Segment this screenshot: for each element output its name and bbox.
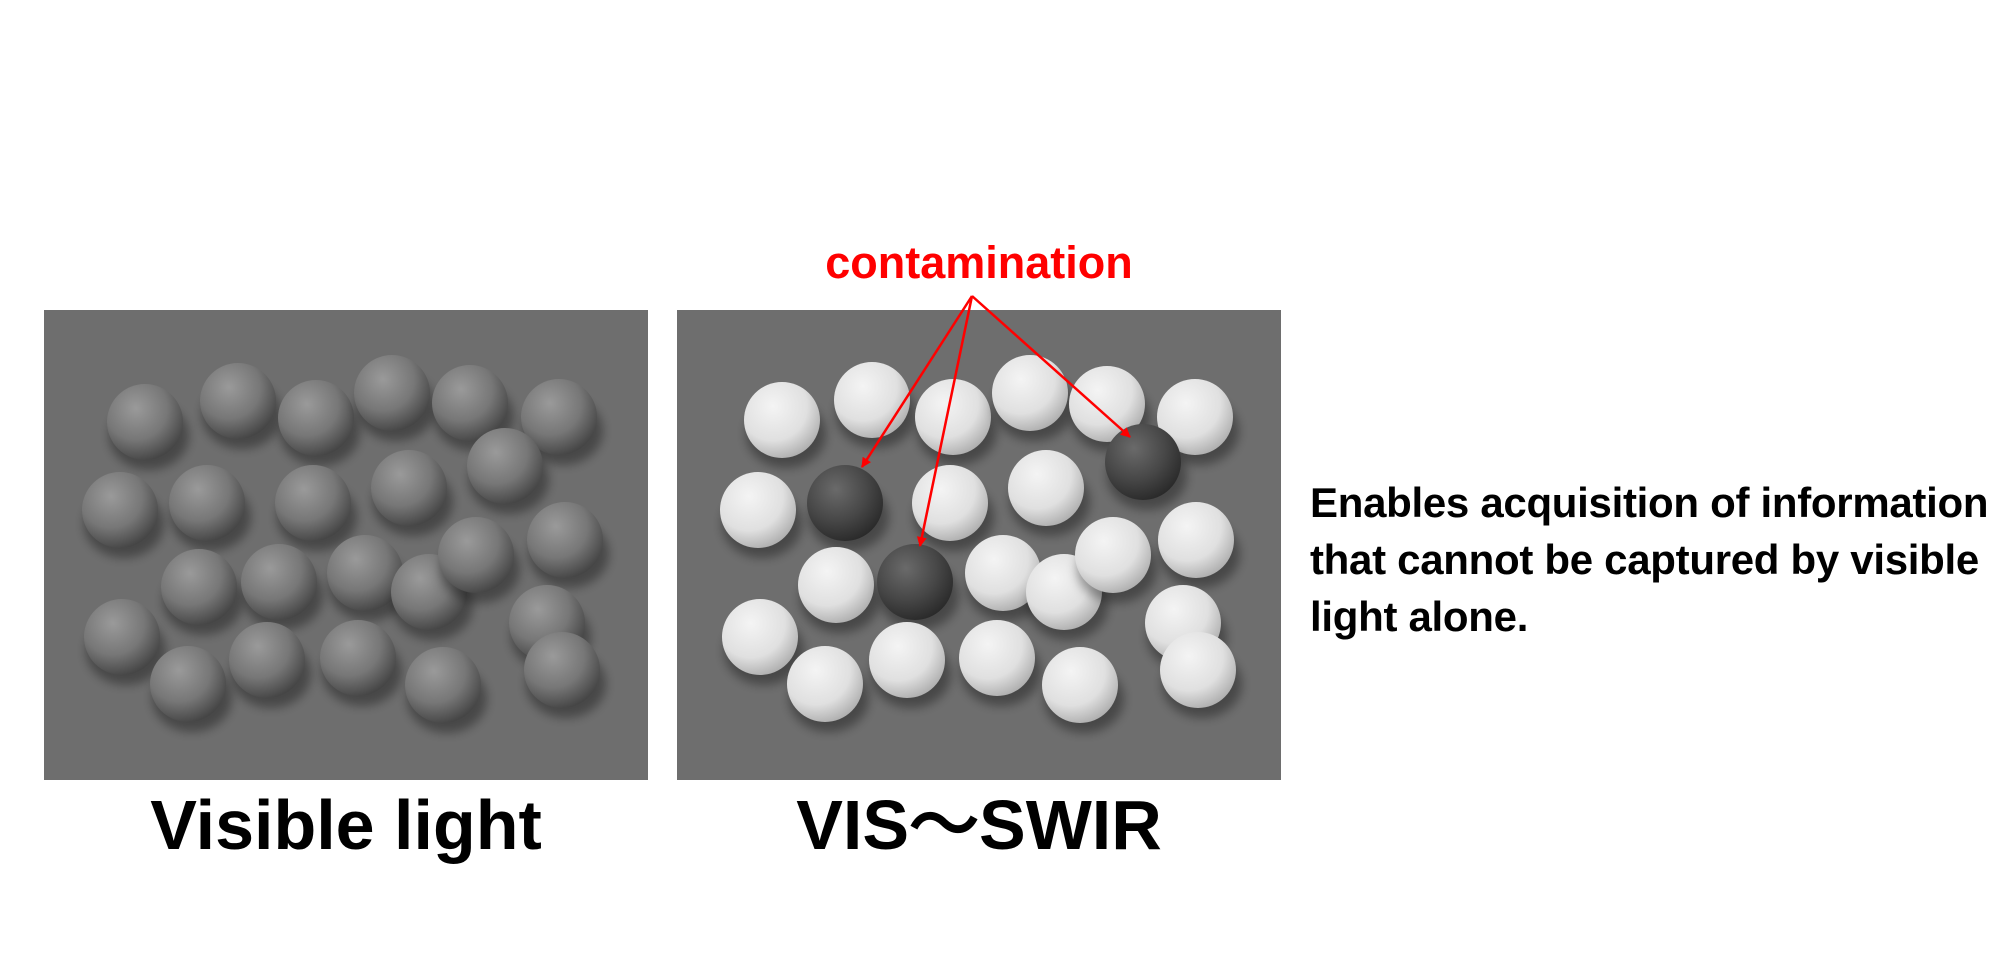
sphere-icon	[107, 384, 183, 460]
red-arrow-icon	[916, 295, 974, 547]
sphere-icon	[229, 622, 305, 698]
sphere-icon	[371, 450, 447, 526]
sphere-icon	[720, 472, 796, 548]
red-arrow-icon	[971, 295, 1131, 438]
sphere-icon	[915, 379, 991, 455]
sphere-icon	[150, 646, 226, 722]
sphere-icon	[1075, 517, 1151, 593]
sphere-icon	[354, 355, 430, 431]
sphere-icon	[1158, 502, 1234, 578]
sphere-icon	[275, 465, 351, 541]
sphere-icon	[84, 599, 160, 675]
sphere-icon	[965, 535, 1041, 611]
sphere-icon	[834, 362, 910, 438]
sphere-icon	[521, 379, 597, 455]
sphere-icon	[1160, 632, 1236, 708]
contamination-label: contamination	[825, 237, 1133, 288]
red-arrow-icon	[860, 295, 974, 468]
sphere-icon	[82, 472, 158, 548]
vis-swir-caption: VIS〜SWIR	[796, 786, 1162, 864]
sphere-icon	[912, 465, 988, 541]
sphere-icon	[722, 599, 798, 675]
sphere-icon	[524, 632, 600, 708]
sphere-icon	[744, 382, 820, 458]
sphere-icon	[869, 622, 945, 698]
sphere-icon	[1157, 379, 1233, 455]
sphere-icon	[1042, 647, 1118, 723]
sphere-icon	[405, 647, 481, 723]
sphere-icon	[200, 363, 276, 439]
sphere-icon	[241, 544, 317, 620]
sphere-icon	[992, 355, 1068, 431]
sphere-icon	[798, 547, 874, 623]
swir-spheres	[720, 355, 1242, 733]
sphere-icon	[327, 535, 403, 611]
sphere-icon	[169, 465, 245, 541]
sphere-icon	[438, 517, 514, 593]
sphere-icon	[1105, 424, 1181, 500]
sphere-icon	[467, 428, 543, 504]
sphere-icon	[877, 544, 953, 620]
sphere-icon	[161, 549, 237, 625]
sphere-icon	[1069, 366, 1145, 442]
sphere-icon	[1008, 450, 1084, 526]
visible-light-spheres	[82, 355, 609, 733]
sphere-icon	[527, 502, 603, 578]
sphere-icon	[432, 365, 508, 441]
sphere-icon	[807, 465, 883, 541]
description-text: Enables acquisition of information that …	[1310, 479, 1989, 640]
sphere-icon	[959, 620, 1035, 696]
contamination-arrows	[860, 295, 1131, 547]
sphere-icon	[787, 646, 863, 722]
visible-light-caption: Visible light	[150, 786, 542, 864]
sphere-icon	[278, 380, 354, 456]
sphere-icon	[320, 620, 396, 696]
